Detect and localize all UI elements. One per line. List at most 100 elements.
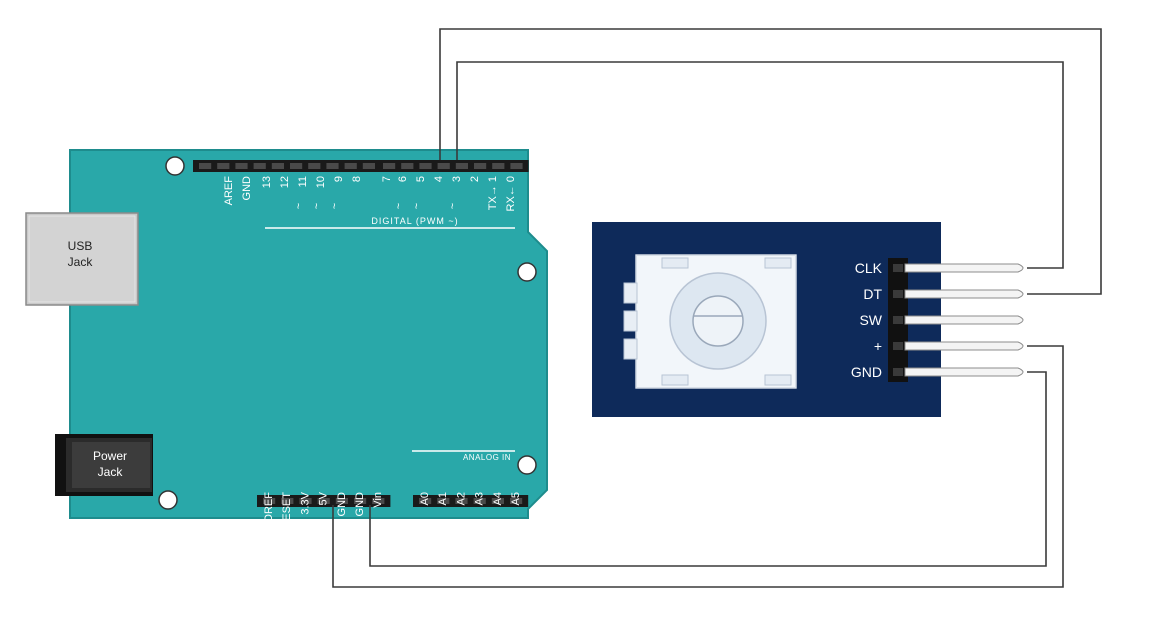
encoder-pin-label: CLK: [855, 260, 883, 276]
digital-pin-label: RX← 0: [505, 176, 517, 211]
header-pin: [271, 163, 284, 169]
analog-pin-label: A5: [510, 492, 522, 505]
mounting-hole: [517, 262, 537, 282]
encoder-pin-label: DT: [863, 286, 882, 302]
header-pin: [372, 498, 385, 504]
header-pin: [317, 498, 330, 504]
header-pin: [491, 498, 504, 504]
encoder-pin-label: GND: [851, 364, 882, 380]
header-pin: [510, 163, 523, 169]
power-pin-label: 3.3V: [299, 491, 311, 514]
analog-pin-label: A4: [492, 492, 504, 505]
pwm-tilde: ~: [311, 203, 323, 209]
header-pin: [344, 163, 357, 169]
digital-pin-label: AREF: [223, 176, 235, 206]
usb-jack-label-1: USB: [68, 239, 93, 253]
header-pin: [253, 163, 266, 169]
pwm-tilde: ~: [329, 203, 341, 209]
power-jack-label-1: Power: [93, 449, 127, 463]
header-pin: [383, 163, 396, 169]
header-pin: [290, 163, 303, 169]
mounting-hole: [158, 490, 178, 510]
digital-pin-label: 10: [315, 176, 327, 188]
board-outline: [69, 149, 548, 519]
wires: [332, 28, 1102, 588]
encoder-pin-lead: [904, 367, 1024, 377]
header-pin: [199, 163, 212, 169]
header-pin: [492, 163, 505, 169]
header-pin: [455, 163, 468, 169]
header-pin: [401, 163, 414, 169]
usb-jack: USB Jack: [25, 212, 139, 306]
power-pin-label: GND: [336, 492, 348, 517]
digital-pin-label: 8: [351, 176, 363, 182]
digital-header: [193, 160, 529, 172]
digital-pin-label: 9: [333, 176, 345, 182]
analog-header: [413, 495, 529, 507]
power-pin-labels: IOREF RESET 3.3V 5V GND GND Vin: [263, 491, 384, 528]
digital-pin-label: 11: [297, 176, 309, 187]
encoder-pin-label: +: [874, 338, 882, 354]
digital-pin-label: 5: [415, 176, 427, 182]
encoder-pin-lead: [904, 315, 1024, 325]
header-pin: [474, 163, 487, 169]
power-pin-label: GND: [354, 492, 366, 517]
pwm-tilde: ~: [393, 203, 405, 209]
header-pin: [437, 163, 450, 169]
power-jack: Power Jack: [55, 434, 153, 496]
analog-pin-label: A3: [474, 492, 486, 505]
power-jack-label-2: Jack: [98, 465, 124, 479]
header-pin: [362, 163, 375, 169]
digital-pin-label: GND: [241, 176, 253, 201]
header-pin: [217, 163, 230, 169]
digital-pin-label: 4: [433, 176, 445, 182]
header-pin: [335, 498, 348, 504]
header-pin: [437, 498, 450, 504]
encoder-knob-shaft: [692, 295, 744, 347]
encoder-pins: CLK DT SW + GND: [851, 258, 1024, 382]
power-pin-label: Vin: [372, 492, 384, 508]
power-pin-label: IOREF: [263, 492, 275, 526]
header-pin: [235, 163, 248, 169]
encoder-pin-lead: [904, 289, 1024, 299]
encoder-tab: [623, 282, 638, 304]
power-pin-label: RESET: [281, 492, 293, 529]
encoder-pin-label: SW: [859, 312, 882, 328]
digital-pin-label: 7: [381, 176, 393, 182]
pwm-tilde: ~: [447, 203, 459, 209]
rotary-encoder-module: CLK DT SW + GND: [592, 222, 1024, 417]
analog-section-label: ANALOG IN: [463, 453, 511, 462]
header-pin: [419, 163, 432, 169]
digital-pin-label: 3: [451, 176, 463, 182]
header-pin: [419, 498, 432, 504]
digital-pin-label: 6: [397, 176, 409, 182]
pwm-tilde: ~: [293, 203, 305, 209]
header-pin: [308, 163, 321, 169]
wire-dt: [439, 28, 1102, 295]
pwm-tilde: ~: [411, 203, 423, 209]
usb-jack-label-2: Jack: [68, 255, 94, 269]
digital-pin-label: 12: [279, 176, 291, 188]
encoder-pin-lead: [904, 341, 1024, 351]
encoder-pin-lead: [904, 263, 1024, 273]
analog-pin-label: A2: [455, 492, 467, 505]
header-pin: [510, 498, 523, 504]
power-header: [257, 495, 391, 507]
power-pin-label: 5V: [318, 491, 330, 505]
digital-pin-label: TX→ 1: [487, 176, 499, 210]
digital-pin-label: 13: [261, 176, 273, 188]
digital-section-label: DIGITAL (PWM ~): [371, 216, 458, 226]
wire-gnd: [369, 371, 1047, 567]
encoder-tab: [623, 310, 638, 332]
header-pin: [281, 498, 294, 504]
arduino-board: USB Jack Power Jack AREF GND 13 12 11 ~10 ~9 ~8…: [25, 149, 548, 529]
header-pin: [473, 498, 486, 504]
wire-vcc: [332, 345, 1064, 588]
wire-clk: [456, 61, 1064, 269]
header-pin: [455, 498, 468, 504]
analog-pin-label: A0: [419, 492, 431, 505]
header-pin: [263, 498, 276, 504]
